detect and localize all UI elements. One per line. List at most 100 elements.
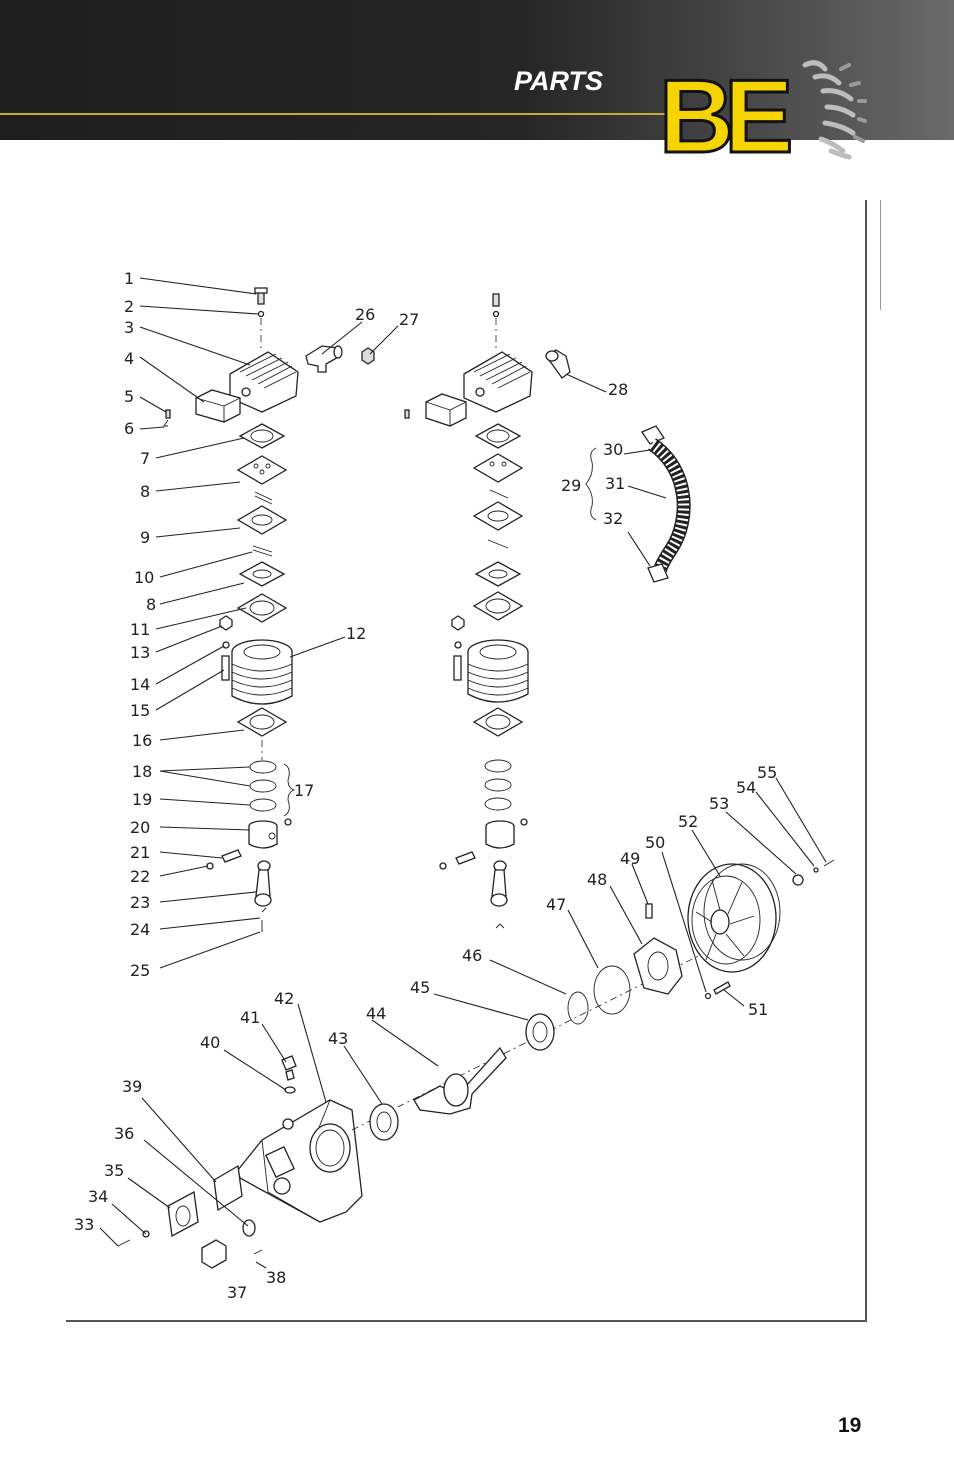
label-6: 6 xyxy=(124,419,134,438)
label-51: 51 xyxy=(748,1000,768,1019)
label-25: 25 xyxy=(130,961,150,980)
label-3: 3 xyxy=(124,318,134,337)
label-48: 48 xyxy=(587,870,607,889)
bearing-45 xyxy=(525,1013,555,1051)
gasket-47 xyxy=(593,965,631,1015)
page-title: PARTS xyxy=(514,66,604,96)
flex-hose xyxy=(641,425,691,583)
left-cylinder-stack xyxy=(163,287,299,932)
washer-53 xyxy=(792,874,804,886)
logo-lettering: BE xyxy=(659,59,790,165)
exploded-parts-diagram: 1 2 3 4 5 6 7 8 9 10 8 11 13 14 15 12 16… xyxy=(74,269,835,1302)
flywheel-pulley xyxy=(687,863,781,973)
label-7: 7 xyxy=(140,449,150,468)
washer-40 xyxy=(284,1086,296,1094)
label-38: 38 xyxy=(266,1268,286,1287)
frame-right-border xyxy=(865,200,867,1322)
seal-36 xyxy=(242,1219,256,1237)
bearing-43 xyxy=(369,1103,399,1141)
label-34: 34 xyxy=(88,1187,108,1206)
label-10: 10 xyxy=(134,568,154,587)
lock-washer-54 xyxy=(813,867,819,873)
label-43: 43 xyxy=(328,1029,348,1048)
bolt-51 xyxy=(713,981,731,995)
label-55: 55 xyxy=(757,763,777,782)
washer-50 xyxy=(704,992,712,1000)
label-8: 8 xyxy=(140,482,150,501)
label-2: 2 xyxy=(124,297,134,316)
bolt-55 xyxy=(823,859,835,867)
label-11: 11 xyxy=(130,620,150,639)
label-54: 54 xyxy=(736,778,756,797)
header-bar xyxy=(0,0,954,140)
label-17: 17 xyxy=(294,781,314,800)
label-45: 45 xyxy=(410,978,430,997)
screw-38 xyxy=(253,1249,263,1255)
label-44: 44 xyxy=(366,1004,386,1023)
label-36: 36 xyxy=(114,1124,134,1143)
plug-37 xyxy=(201,1239,227,1269)
label-16: 16 xyxy=(132,731,152,750)
label-30: 30 xyxy=(603,440,623,459)
right-cylinder-stack xyxy=(404,293,533,929)
oil-seal-46 xyxy=(567,991,589,1025)
label-42: 42 xyxy=(274,989,294,1008)
elbow-fitting-26 xyxy=(305,345,343,373)
label-40: 40 xyxy=(200,1033,220,1052)
label-18: 18 xyxy=(132,762,152,781)
screw-33 xyxy=(117,1239,131,1247)
label-41: 41 xyxy=(240,1008,260,1027)
label-14: 14 xyxy=(130,675,150,694)
gasket-39 xyxy=(213,1164,243,1212)
label-33: 33 xyxy=(74,1215,94,1234)
nut-27 xyxy=(361,347,375,365)
frame-bottom-border xyxy=(66,1320,867,1322)
label-50: 50 xyxy=(645,833,665,852)
label-13: 13 xyxy=(130,643,150,662)
label-35: 35 xyxy=(104,1161,124,1180)
label-52: 52 xyxy=(678,812,698,831)
label-22: 22 xyxy=(130,867,150,886)
label-8b: 8 xyxy=(146,595,156,614)
connecting-rod-left xyxy=(254,860,272,907)
label-29: 29 xyxy=(561,476,581,495)
label-46: 46 xyxy=(462,946,482,965)
piston-left xyxy=(248,820,278,849)
label-47: 47 xyxy=(546,895,566,914)
label-19: 19 xyxy=(132,790,152,809)
header-accent-line xyxy=(0,113,680,115)
cylinder-head-left xyxy=(229,351,299,413)
cover-plate-35 xyxy=(167,1190,199,1238)
label-31: 31 xyxy=(605,474,625,493)
valve-plates-left xyxy=(236,423,288,623)
elbow-fitting-28 xyxy=(545,349,571,379)
label-49: 49 xyxy=(620,849,640,868)
label-24: 24 xyxy=(130,920,150,939)
page-number: 19 xyxy=(838,1414,862,1437)
label-26: 26 xyxy=(355,305,375,324)
label-9: 9 xyxy=(140,528,150,547)
be-logo: BE xyxy=(658,58,867,165)
bearing-cover-48 xyxy=(633,937,683,995)
label-20: 20 xyxy=(130,818,150,837)
label-1: 1 xyxy=(124,269,134,288)
cylinder-left xyxy=(231,639,293,705)
crankshaft xyxy=(413,1046,507,1115)
breather-49 xyxy=(645,903,653,919)
frame-tick xyxy=(880,200,881,310)
label-4: 4 xyxy=(124,349,134,368)
label-23: 23 xyxy=(130,893,150,912)
crankcase xyxy=(237,1099,363,1223)
label-28: 28 xyxy=(608,380,628,399)
air-filter-left xyxy=(195,389,241,423)
label-15: 15 xyxy=(130,701,150,720)
label-27: 27 xyxy=(399,310,419,329)
label-21: 21 xyxy=(130,843,150,862)
leader-lines xyxy=(99,277,827,1269)
label-39: 39 xyxy=(122,1077,142,1096)
label-37: 37 xyxy=(227,1283,247,1302)
label-53: 53 xyxy=(709,794,729,813)
label-32: 32 xyxy=(603,509,623,528)
label-12: 12 xyxy=(346,624,366,643)
label-5: 5 xyxy=(124,387,134,406)
